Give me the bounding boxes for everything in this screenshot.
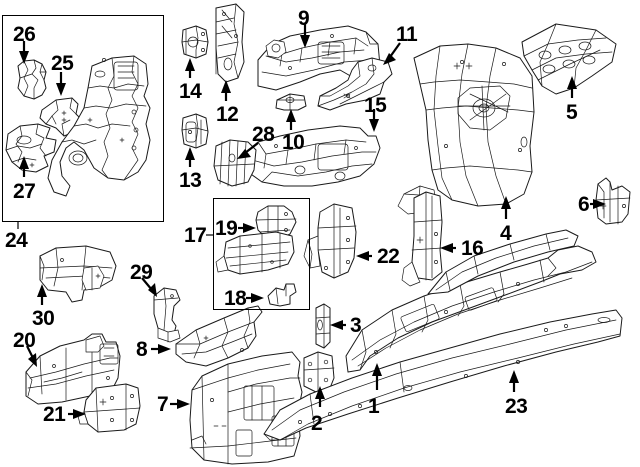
callout-10[interactable]: 10	[282, 131, 305, 154]
part-9-shape	[257, 25, 381, 91]
part-10-shape	[275, 93, 307, 111]
callout-24[interactable]: 24	[5, 229, 28, 252]
callout-11[interactable]: 11	[396, 23, 418, 46]
part-11-shape	[317, 57, 393, 111]
callout-18[interactable]: 18	[224, 287, 247, 310]
callout-9[interactable]: 9	[298, 7, 310, 30]
part-17-shape	[215, 231, 295, 275]
callout-28[interactable]: 28	[252, 123, 275, 146]
part-20-shape	[25, 333, 121, 405]
callout-22[interactable]: 22	[377, 245, 400, 268]
callout-16[interactable]: 16	[461, 237, 484, 260]
part-24-shape	[47, 55, 151, 197]
part-27-shape	[5, 123, 57, 173]
part-19-shape	[255, 205, 297, 241]
callout-25[interactable]: 25	[51, 52, 74, 75]
callout-12[interactable]: 12	[216, 103, 239, 126]
part-12-shape	[215, 3, 245, 83]
callout-1[interactable]: 1	[368, 395, 380, 418]
callout-27[interactable]: 27	[13, 180, 36, 203]
part-6-shape	[595, 177, 631, 225]
callout-20[interactable]: 20	[13, 329, 36, 352]
part-18-shape	[267, 283, 297, 307]
callout-26[interactable]: 26	[13, 23, 36, 46]
part-26-shape	[17, 59, 47, 100]
part-29-shape	[153, 287, 181, 343]
group-box-inner-assembly	[213, 198, 310, 310]
callout-21[interactable]: 21	[43, 403, 66, 426]
callout-17[interactable]: 17	[184, 224, 207, 247]
part-2-shape	[303, 351, 335, 393]
part-22-shape	[303, 203, 357, 279]
part-14-shape	[181, 25, 209, 59]
callout-30[interactable]: 30	[32, 307, 55, 330]
callout-8[interactable]: 8	[136, 338, 148, 361]
callout-23[interactable]: 23	[505, 395, 528, 418]
callout-15[interactable]: 15	[364, 94, 387, 117]
callout-2[interactable]: 2	[311, 412, 323, 435]
part-21-shape	[77, 383, 141, 433]
callout-3[interactable]: 3	[350, 314, 362, 337]
part-16-shape	[401, 191, 443, 287]
callout-7[interactable]: 7	[157, 393, 169, 416]
part-5-shape	[521, 23, 617, 95]
callout-6[interactable]: 6	[578, 193, 590, 216]
callout-5[interactable]: 5	[566, 101, 578, 124]
part-13-shape	[181, 113, 209, 149]
callout-13[interactable]: 13	[179, 169, 202, 192]
part-25-shape	[39, 97, 83, 137]
callout-29[interactable]: 29	[130, 261, 153, 284]
part-30-shape	[39, 245, 117, 303]
part-8-shape	[175, 305, 263, 367]
callout-14[interactable]: 14	[179, 80, 202, 103]
part-3-shape	[315, 303, 331, 349]
part-1-shape	[345, 229, 597, 373]
callout-4[interactable]: 4	[500, 222, 512, 245]
group-box-left-assembly	[2, 15, 164, 222]
callout-19[interactable]: 19	[215, 217, 238, 240]
part-23-shape	[263, 309, 623, 441]
